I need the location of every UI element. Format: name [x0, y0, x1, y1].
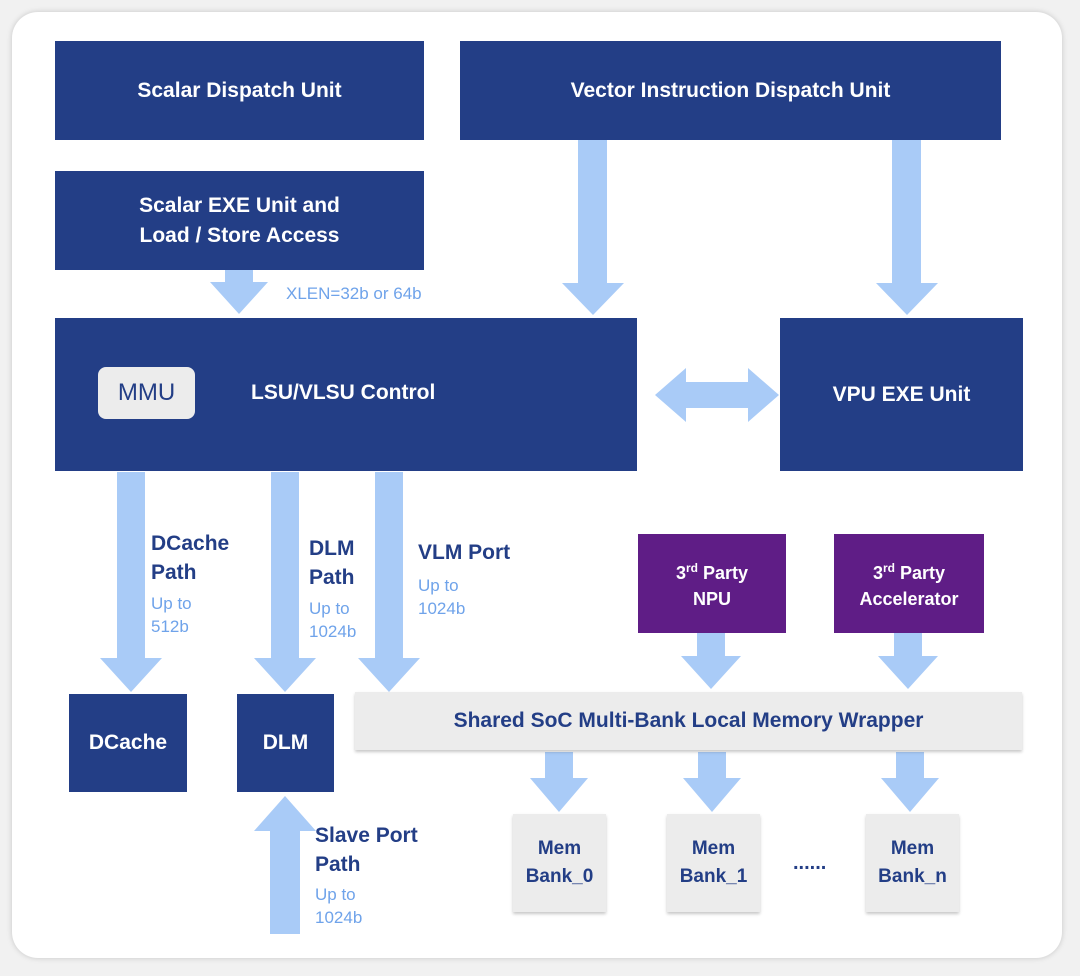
bank-ellipsis: ......: [793, 852, 827, 874]
arrow-lsu-vpu-bidirectional: [655, 368, 779, 422]
vector-instruction-dispatch-unit: Vector Instruction Dispatch Unit: [460, 41, 1001, 140]
slave-path-line2: Path: [315, 853, 361, 876]
npu-ordinal-number: 3: [675, 563, 686, 583]
npu-label-line2: NPU: [692, 589, 731, 609]
vpu-exe-label: VPU EXE Unit: [832, 382, 971, 406]
lsu-control-label: LSU/VLSU Control: [251, 381, 436, 404]
scalar-exe-unit: Scalar EXE Unit and Load / Store Access: [55, 171, 424, 270]
dlm-path-line1: DLM: [309, 537, 355, 560]
slave-width-line2: 1024b: [315, 908, 363, 927]
mmu-label: MMU: [117, 379, 176, 406]
mem-bank-0-line1: Mem: [537, 838, 582, 859]
diagram-card: [12, 12, 1062, 958]
xlen-label: XLEN=32b or 64b: [286, 284, 422, 303]
vlm-port-label: VLM Port: [418, 541, 511, 564]
accelerator-label-line2: Accelerator: [859, 589, 959, 609]
accelerator-ordinal-number: 3: [872, 563, 883, 583]
vlm-width-line1: Up to: [418, 576, 459, 595]
dcache-block: DCache: [69, 694, 187, 792]
arrow-shared-to-bankn: [881, 752, 939, 812]
arrow-accelerator-to-shared: [878, 633, 938, 689]
slave-width-label: Up to 1024b: [315, 883, 362, 929]
dlm-width-label: Up to 1024b: [309, 597, 356, 643]
scalar-exe-label-line2: Load / Store Access: [139, 223, 340, 247]
mem-bank-n-line1: Mem: [890, 838, 935, 859]
mmu-box: MMU: [98, 367, 195, 419]
arrow-dcache-path: [100, 472, 162, 692]
dlm-block: DLM: [237, 694, 334, 792]
mem-bank-n-line2: Bank_n: [878, 866, 947, 887]
mem-bank-n: Mem Bank_n: [866, 814, 959, 912]
mem-bank-0-line2: Bank_0: [525, 866, 594, 887]
accelerator-party-word: Party: [894, 563, 946, 583]
dcache-width-line2: 512b: [151, 617, 189, 636]
slave-width-line1: Up to: [315, 885, 356, 904]
accelerator-ordinal-suffix: rd: [882, 561, 895, 575]
third-party-accelerator: 3rd Party Accelerator: [834, 534, 984, 633]
dlm-path-line2: Path: [309, 566, 355, 589]
arrow-shared-to-bank1: [683, 752, 741, 812]
mem-bank-1-line1: Mem: [691, 838, 736, 859]
arrow-vlm-port: [358, 472, 420, 692]
npu-ordinal-suffix: rd: [685, 561, 698, 575]
accelerator-label-line1: 3rd Party: [873, 555, 945, 586]
shared-memory-label: Shared SoC Multi-Bank Local Memory Wrapp…: [453, 709, 924, 732]
arrow-slave-port: [254, 796, 316, 934]
mem-bank-1-line2: Bank_1: [679, 866, 748, 887]
arrow-shared-to-bank0: [530, 752, 588, 812]
mem-bank-0: Mem Bank_0: [513, 814, 606, 912]
arrow-npu-to-shared: [681, 633, 741, 689]
mem-bank-1: Mem Bank_1: [667, 814, 760, 912]
scalar-exe-label-line1: Scalar EXE Unit and: [139, 193, 340, 217]
dcache-path-label: DCache Path: [151, 529, 229, 587]
npu-label-line1: 3rd Party: [676, 555, 748, 586]
vlm-width-label: Up to 1024b: [418, 574, 465, 620]
dcache-width-label: Up to 512b: [151, 592, 192, 638]
dlm-width-line2: 1024b: [309, 622, 357, 641]
npu-party-word: Party: [697, 563, 749, 583]
vpu-exe-unit: VPU EXE Unit: [780, 318, 1023, 471]
arrow-dlm-path: [254, 472, 316, 692]
dlm-width-line1: Up to: [309, 599, 350, 618]
vlm-width-line2: 1024b: [418, 599, 466, 618]
arrow-vector-to-vpu: [876, 140, 938, 315]
shared-soc-memory-wrapper: Shared SoC Multi-Bank Local Memory Wrapp…: [355, 692, 1022, 750]
dcache-width-line1: Up to: [151, 594, 192, 613]
vector-dispatch-label: Vector Instruction Dispatch Unit: [570, 78, 891, 102]
dcache-path-line1: DCache: [151, 532, 230, 555]
slave-path-line1: Slave Port: [315, 824, 418, 847]
scalar-dispatch-label: Scalar Dispatch Unit: [137, 78, 342, 102]
dcache-label: DCache: [88, 731, 168, 754]
slave-port-path-label: Slave Port Path: [315, 821, 418, 879]
dlm-path-label: DLM Path: [309, 534, 355, 592]
dlm-label: DLM: [262, 731, 309, 754]
arrow-scalar-to-lsu: [210, 270, 268, 314]
third-party-npu: 3rd Party NPU: [638, 534, 786, 633]
dcache-path-line2: Path: [151, 561, 197, 584]
scalar-dispatch-unit: Scalar Dispatch Unit: [55, 41, 424, 140]
arrow-vector-to-lsu: [562, 140, 624, 315]
